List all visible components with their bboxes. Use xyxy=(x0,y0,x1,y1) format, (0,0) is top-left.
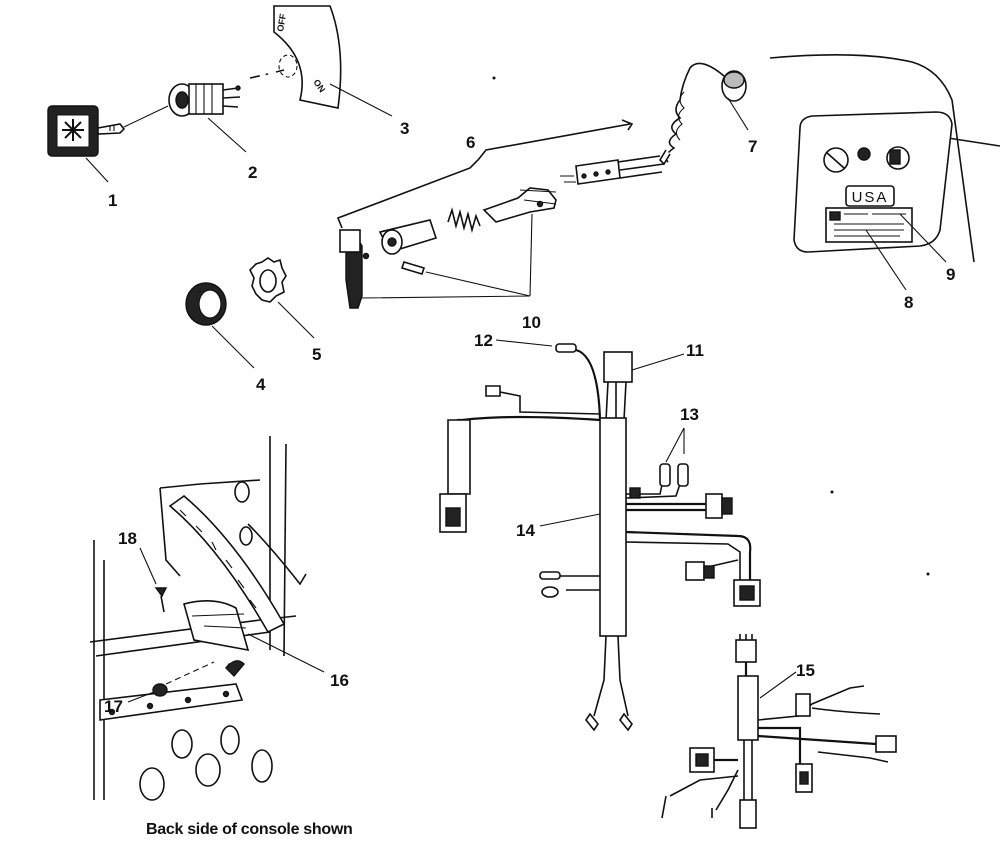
callout-5: 5 xyxy=(312,345,321,364)
callout-18: 18 xyxy=(118,529,137,548)
ignition-key xyxy=(47,105,126,157)
choke-assembly xyxy=(339,155,665,309)
callout-13: 13 xyxy=(680,405,699,424)
usa-badge: USA xyxy=(852,189,889,206)
callout-8: 8 xyxy=(904,293,913,312)
callout-2: 2 xyxy=(248,163,257,182)
callout-10: 10 xyxy=(522,313,541,332)
callout-16: 16 xyxy=(330,671,349,690)
callout-6: 6 xyxy=(466,133,475,152)
off-label: OFF xyxy=(275,12,288,32)
callout-4: 4 xyxy=(256,375,266,394)
secondary-wiring-harness xyxy=(661,634,897,829)
callout-15: 15 xyxy=(796,661,815,680)
figure-caption: Back side of console shown xyxy=(146,821,352,838)
main-wiring-harness xyxy=(439,343,761,732)
callout-3: 3 xyxy=(400,119,409,138)
callout-7: 7 xyxy=(748,137,757,156)
callout-12: 12 xyxy=(474,331,493,350)
lock-nut xyxy=(185,282,227,326)
lock-washer xyxy=(249,257,287,303)
callout-14: 14 xyxy=(516,521,535,540)
callout-1: 1 xyxy=(108,191,117,210)
callout-11: 11 xyxy=(686,341,704,360)
callout-17: 17 xyxy=(104,697,123,716)
tether-cord xyxy=(658,62,747,166)
off-on-decal: OFF ON xyxy=(273,5,342,109)
callout-9: 9 xyxy=(946,265,955,284)
console-back-side xyxy=(89,436,307,801)
ignition-switch xyxy=(168,83,241,117)
console-panel: USA xyxy=(769,54,1000,263)
